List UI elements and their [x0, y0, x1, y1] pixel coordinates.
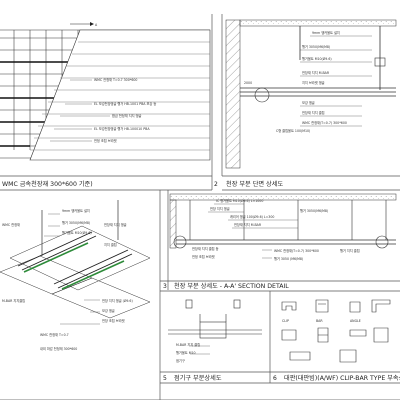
- detail-bubble: [254, 87, 270, 103]
- plan-callout-leaders: [50, 79, 110, 142]
- plan-cut-rows: [30, 41, 210, 151]
- detail-6-panel: [281, 299, 391, 363]
- detail2-callout-7: 천장재 지지 클립: [302, 110, 325, 115]
- part-8: [373, 327, 389, 343]
- detail2-leaders: [300, 35, 372, 127]
- iso-tiles: [0, 225, 151, 319]
- detail3-callout-8: 행거 3050 (M6/M8): [274, 256, 303, 261]
- plan-callout-4: EL 보강천장앵글 행거 HB-100010 PBA: [94, 126, 150, 131]
- detail3-callout-7: WMC 천정재(T=0.7) 300*600: [274, 248, 319, 253]
- detail2-callout-2: 행거 3050(M6/M8): [302, 44, 330, 49]
- detail3-callout-1: IC 행거볼트 M10(Ø9.6) L=1000: [216, 198, 263, 203]
- panel-frames: [0, 14, 400, 400]
- plan-cut-region: [29, 29, 211, 161]
- detail4-callout-9: 보강 앵글: [102, 308, 115, 313]
- detail2-callout-5: 지지 브라켓 앵글: [302, 80, 325, 85]
- detail3-wall: [169, 199, 177, 249]
- detail6-callout-1: CLIP: [282, 319, 289, 323]
- detail-5-panel: M-BAR 지지 클립 행거볼트 M10 점기구 5 점기구 부분상세도: [163, 299, 262, 382]
- detail-4-panel: 9mm 앵커볼트 설치 행거 3050(M6/M8) 행거볼트 M10(Ø9.6…: [0, 200, 151, 351]
- detail3-bubble-right: [375, 235, 389, 249]
- detail4-callout-6: 지지 클립: [104, 242, 117, 247]
- detail2-callout-8: WMC 천정재(T=0.7) 300*600: [302, 120, 347, 125]
- detail5-callout-3: 점기구: [176, 358, 185, 363]
- detail3-callout-5: 천장재 지지 M-BAR: [234, 222, 262, 227]
- detail5-callout-2: 행거볼트 M10: [176, 350, 196, 355]
- part-7: [349, 329, 367, 337]
- plan-callout-2: EL 보강천장앵글 행거 HB-1001 PBA 보강 등: [94, 101, 156, 106]
- detail5-leaders: [190, 345, 210, 355]
- detail3-callout-10: 행거 지지 클립: [340, 248, 360, 253]
- section-marker-label: A: [95, 23, 98, 27]
- detail3-callout-9: 천정 조립 브라켓: [192, 254, 215, 259]
- detail4-callout-12: 내외 마감 천정재 300*600: [40, 346, 77, 351]
- detail2-dimension: 2000: [244, 81, 252, 85]
- detail-3-panel: IC 행거볼트 M10(Ø9.6) L=1000 천장 지지 앵글 행거 305…: [163, 193, 397, 290]
- plan-heavy-rows: [0, 61, 70, 147]
- panel-5-number: 5: [163, 375, 167, 382]
- wall-hatch: [225, 19, 241, 169]
- plan-panel: A WMC 전청재 T=0.7 300*600 EL 보강천장앵글 행거 HB-…: [0, 22, 211, 188]
- part-3: [349, 301, 361, 313]
- part-4: [371, 299, 391, 313]
- iso-channels: [17, 231, 133, 289]
- panel-6-title: 대판(대판빔)(A/WF) CLIP-BAR TYPE 부속상세도: [284, 374, 400, 382]
- detail3-callout-2: 천장 지지 앵글: [210, 206, 230, 211]
- detail5-fixture: [168, 299, 262, 339]
- iso-hanger-rods: [41, 200, 119, 256]
- plan-callout-1: WMC 전청재 T=0.7 300*600: [94, 77, 137, 82]
- hanger-clip: [374, 57, 386, 67]
- detail4-callout-7: M-BAR 지지클립: [2, 298, 25, 303]
- detail4-callout-11: WMC 천정재 T=0.7: [40, 332, 69, 337]
- panel-3-number: 3: [163, 283, 167, 290]
- panel-3-title: 천장 부분 상세도 - A-A' SECTION DETAIL: [174, 282, 289, 290]
- detail3-callout-6: 천장재 지지 클립 등: [192, 246, 219, 251]
- part-2: [315, 299, 329, 313]
- ceiling-layers: [240, 87, 396, 97]
- detail2-callout-6: 보강 앵글: [302, 100, 315, 105]
- detail2-callout-3: 행거볼트 M10(Ø9.6): [302, 56, 332, 61]
- detail3-leaders: [208, 203, 298, 259]
- panel-1-title: WMC 금속천장재 300*600 기준): [2, 180, 93, 188]
- detail4-callout-10: 천장 조립 브라켓: [102, 318, 125, 323]
- detail3-ceiling: [176, 239, 396, 245]
- plan-callout-5: 천정 조립 브라켓: [94, 138, 117, 143]
- detail4-callout-4: WMC 천정재: [2, 222, 20, 227]
- iso-highlight-strip: [23, 242, 125, 290]
- detail4-callout-5: 천장재 지지 앵글: [104, 222, 127, 227]
- detail6-callout-3: ANGLE: [350, 319, 361, 323]
- detail5-callout-1: M-BAR 지지 클립: [176, 342, 200, 347]
- panel-6-number: 6: [273, 375, 277, 382]
- part-5: [281, 329, 297, 341]
- part-1: [281, 301, 297, 311]
- detail4-callout-2: 행거 3050(M6/M8): [62, 220, 90, 225]
- detail6-callout-2: BAR: [316, 319, 323, 323]
- detail3-callout-3: 행거 3050(M6/M8): [300, 208, 328, 213]
- panel-5-title: 점기구 부분상세도: [174, 374, 222, 382]
- detail2-callout-1: 9mm 앵커볼트 설치: [312, 30, 340, 35]
- detail2-callout-4: 천장재 지지 M-BAR: [302, 70, 330, 75]
- detail4-callout-3: 행거볼트 M10(Ø9.6): [62, 230, 92, 235]
- detail3-slab: [169, 193, 397, 201]
- detail2-callout-9: C형 클립볼트 100(M10): [276, 128, 310, 133]
- panel-2-number: 2: [214, 181, 218, 188]
- panel-2-title: 천장 부분 단면 상세도: [226, 180, 283, 188]
- detail4-callout-8: 천장 지지 앵글 (Ø9.6): [102, 298, 133, 303]
- detail4-callout-1: 9mm 앵커볼트 설치: [62, 208, 90, 213]
- plan-callout-3: 합금 천정재 지지 앵글: [112, 113, 141, 118]
- detail3-bubble-left: [173, 235, 187, 249]
- detail3-callout-4: 캐리어 앵글 100(Ø9.6) L=300: [230, 214, 274, 219]
- part-10: [339, 349, 357, 363]
- detail-2-panel: 9mm 앵커볼트 설치 행거 3050(M6/M8) 행거볼트 M10(Ø9.6…: [214, 19, 397, 188]
- slab-hatch: [239, 19, 397, 27]
- part-9: [289, 351, 311, 361]
- section-marker: A: [70, 22, 98, 27]
- detail4-leaders: [44, 213, 100, 325]
- part-6: [317, 327, 329, 343]
